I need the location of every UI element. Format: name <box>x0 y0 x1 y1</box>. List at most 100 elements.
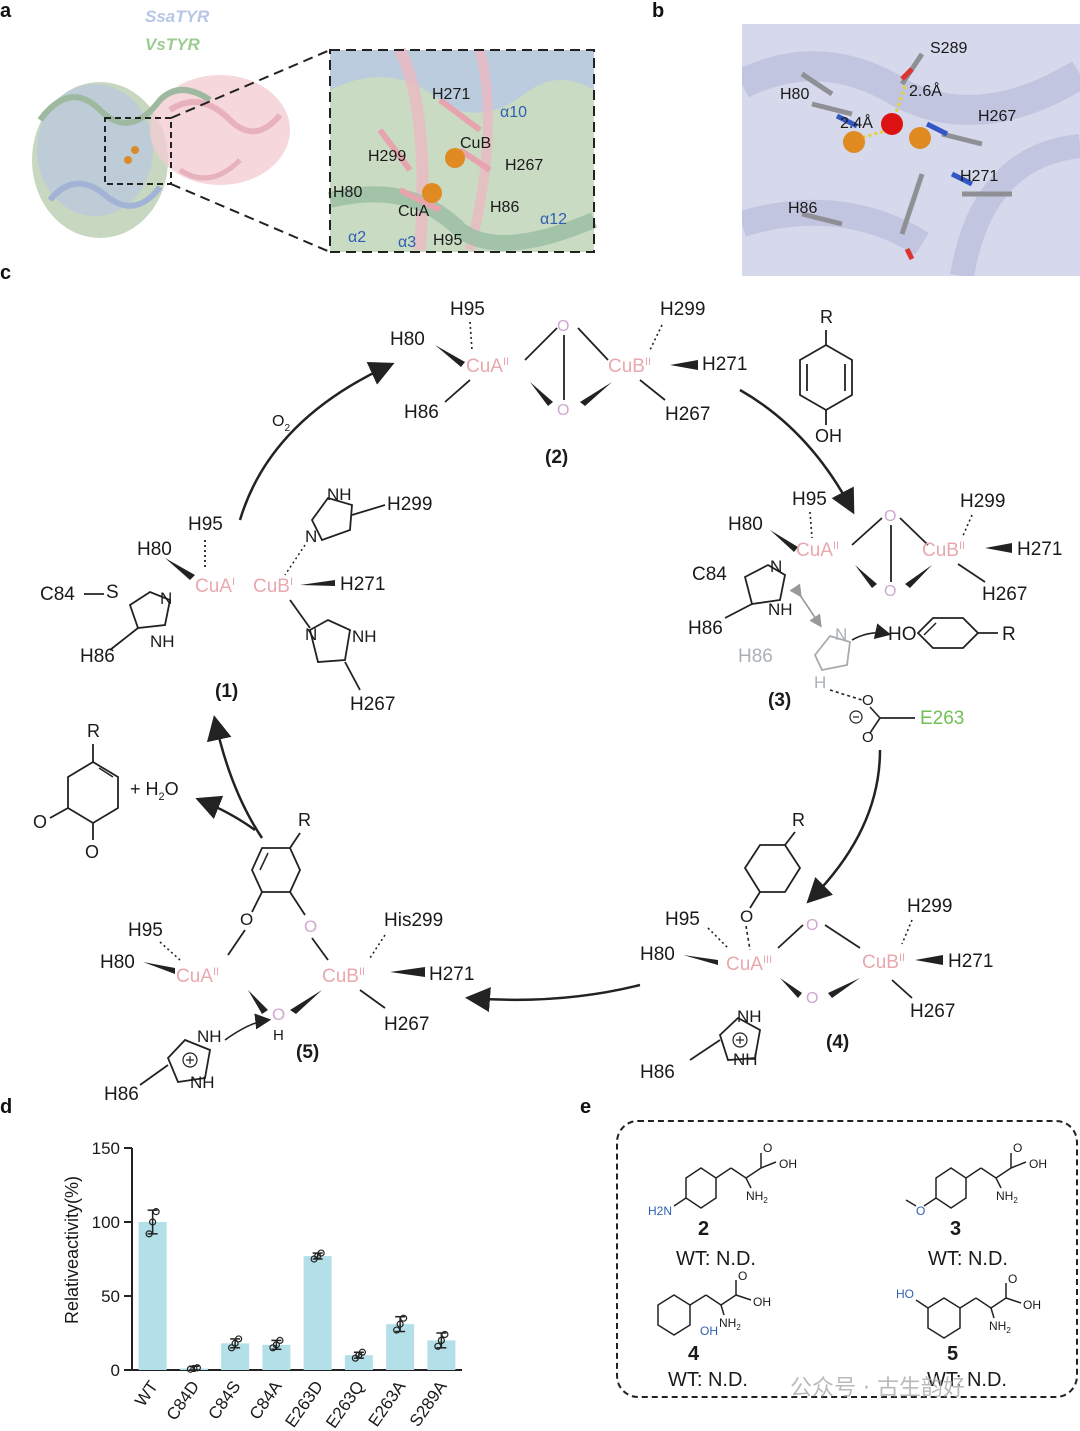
quinone-product: R O O + H2O <box>33 721 179 862</box>
zoom-line-top <box>170 49 331 119</box>
compound-5: O OH NH2 HO 5 WT: N.D. <box>896 1272 1041 1391</box>
compound-3: O OH NH2 O 3 WT: N.D. <box>905 1141 1047 1270</box>
legend-ssatyr: SsaTYR <box>145 7 210 26</box>
phenol-substrate: R OH <box>799 307 853 446</box>
replicate-point <box>317 1249 325 1257</box>
svg-text:H271: H271 <box>340 574 385 595</box>
svg-text:R: R <box>1002 624 1016 645</box>
svg-text:NH: NH <box>197 1027 222 1046</box>
svg-text:2: 2 <box>698 1218 709 1240</box>
svg-text:H299: H299 <box>960 491 1005 512</box>
svg-text:CuBII: CuBII <box>608 356 651 377</box>
svg-text:H267: H267 <box>350 694 395 715</box>
replicate-point <box>396 1320 404 1328</box>
panel-letter-e: e <box>580 1096 592 1118</box>
panel-b-structure: S289 2.6Å H80 2.4Å H267 H271 H86 <box>742 24 1080 276</box>
label-s289: S289 <box>930 40 967 57</box>
svg-text:O: O <box>862 692 874 709</box>
svg-text:OH: OH <box>779 1157 797 1171</box>
svg-text:CuBII: CuBII <box>322 966 365 987</box>
svg-text:H86: H86 <box>80 646 115 667</box>
svg-text:O: O <box>557 402 569 419</box>
svg-text:H2N: H2N <box>648 1204 672 1218</box>
replicate-point <box>276 1336 284 1344</box>
svg-text:N: N <box>160 589 172 608</box>
label-dist-2-4: 2.4Å <box>840 113 873 132</box>
svg-text:WT: N.D.: WT: N.D. <box>928 1248 1008 1270</box>
svg-text:O: O <box>740 907 753 926</box>
svg-text:O: O <box>738 1269 747 1283</box>
svg-text:(1): (1) <box>215 681 238 702</box>
svg-text:3: 3 <box>950 1218 961 1240</box>
protein-overview-image <box>32 75 290 238</box>
arrow-3-to-4 <box>806 749 882 904</box>
svg-text:NH2: NH2 <box>746 1189 768 1205</box>
replicate-point <box>190 1364 198 1373</box>
svg-text:R: R <box>820 307 833 327</box>
zoom-line-bottom <box>170 183 331 253</box>
svg-text:E263: E263 <box>920 708 964 729</box>
svg-text:H: H <box>273 1027 284 1044</box>
x-tick-label: E263A <box>365 1377 410 1430</box>
svg-text:(2): (2) <box>545 447 568 468</box>
compound-4: O OH NH2 OH 4 WT: N.D. <box>657 1269 771 1391</box>
svg-text:S: S <box>106 582 119 603</box>
svg-text:H95: H95 <box>665 909 700 930</box>
replicate-point <box>437 1336 445 1344</box>
svg-text:H80: H80 <box>640 944 675 965</box>
svg-text:C84: C84 <box>692 564 727 585</box>
svg-text:OH: OH <box>700 1324 718 1338</box>
x-tick-label: WT <box>131 1377 162 1410</box>
svg-text:O: O <box>763 1141 772 1155</box>
bar-wt <box>138 1222 167 1370</box>
svg-text:O: O <box>304 917 317 936</box>
svg-text:H267: H267 <box>982 584 1027 605</box>
panel-letter-d: d <box>0 1096 13 1118</box>
panel-a-structure: SsaTYR VsTYR H271 α10 CuB H299 H267 H80 … <box>32 7 598 253</box>
svg-text:5: 5 <box>947 1343 958 1365</box>
label-alpha2: α2 <box>348 229 366 246</box>
svg-text:N: N <box>305 625 317 644</box>
chart-ylabel: Relativeactivity(%) <box>62 1176 82 1324</box>
svg-text:4: 4 <box>688 1343 700 1365</box>
svg-text:H299: H299 <box>660 299 705 320</box>
svg-text:NH: NH <box>768 600 793 619</box>
svg-text:OH: OH <box>1023 1298 1041 1312</box>
label-h86-b: H86 <box>788 200 817 217</box>
x-tick-label: C84A <box>246 1377 286 1423</box>
svg-text:NH: NH <box>150 632 175 651</box>
svg-text:HO: HO <box>896 1287 914 1301</box>
svg-text:H95: H95 <box>128 920 163 941</box>
svg-text:H271: H271 <box>948 951 993 972</box>
svg-text:OH: OH <box>753 1295 771 1309</box>
svg-text:H299: H299 <box>387 494 432 515</box>
svg-text:O: O <box>862 729 874 746</box>
svg-text:O: O <box>272 1005 285 1024</box>
svg-text:WT: N.D.: WT: N.D. <box>927 1369 1007 1391</box>
svg-text:R: R <box>298 810 311 830</box>
replicate-point <box>231 1339 239 1347</box>
svg-text:H95: H95 <box>188 514 223 535</box>
y-tick-label: 100 <box>92 1213 120 1232</box>
svg-text:NH: NH <box>327 485 352 504</box>
svg-text:H271: H271 <box>702 354 747 375</box>
x-tick-label: C84D <box>163 1377 203 1424</box>
legend-vstyr: VsTYR <box>145 35 201 54</box>
svg-text:H271: H271 <box>429 964 474 985</box>
compound-2: O OH NH2 H2N 2 WT: N.D. <box>648 1141 797 1270</box>
replicate-point <box>358 1348 366 1356</box>
svg-text:HO: HO <box>888 624 917 645</box>
svg-text:CuBII: CuBII <box>862 952 905 973</box>
svg-text:H86: H86 <box>640 1062 675 1083</box>
svg-text:OH: OH <box>1029 1157 1047 1171</box>
svg-text:NH2: NH2 <box>996 1189 1018 1205</box>
species-1: C84 S H86 NH N H80 H95 CuAI CuBI NH N H2… <box>40 485 432 715</box>
svg-text:CuBI: CuBI <box>253 576 293 597</box>
replicate-point <box>400 1314 408 1322</box>
water-label: + H2O <box>130 779 179 803</box>
svg-text:O: O <box>806 917 818 934</box>
svg-text:H299: H299 <box>907 896 952 917</box>
label-h271-b: H271 <box>960 168 998 185</box>
label-cub: CuB <box>460 135 491 152</box>
